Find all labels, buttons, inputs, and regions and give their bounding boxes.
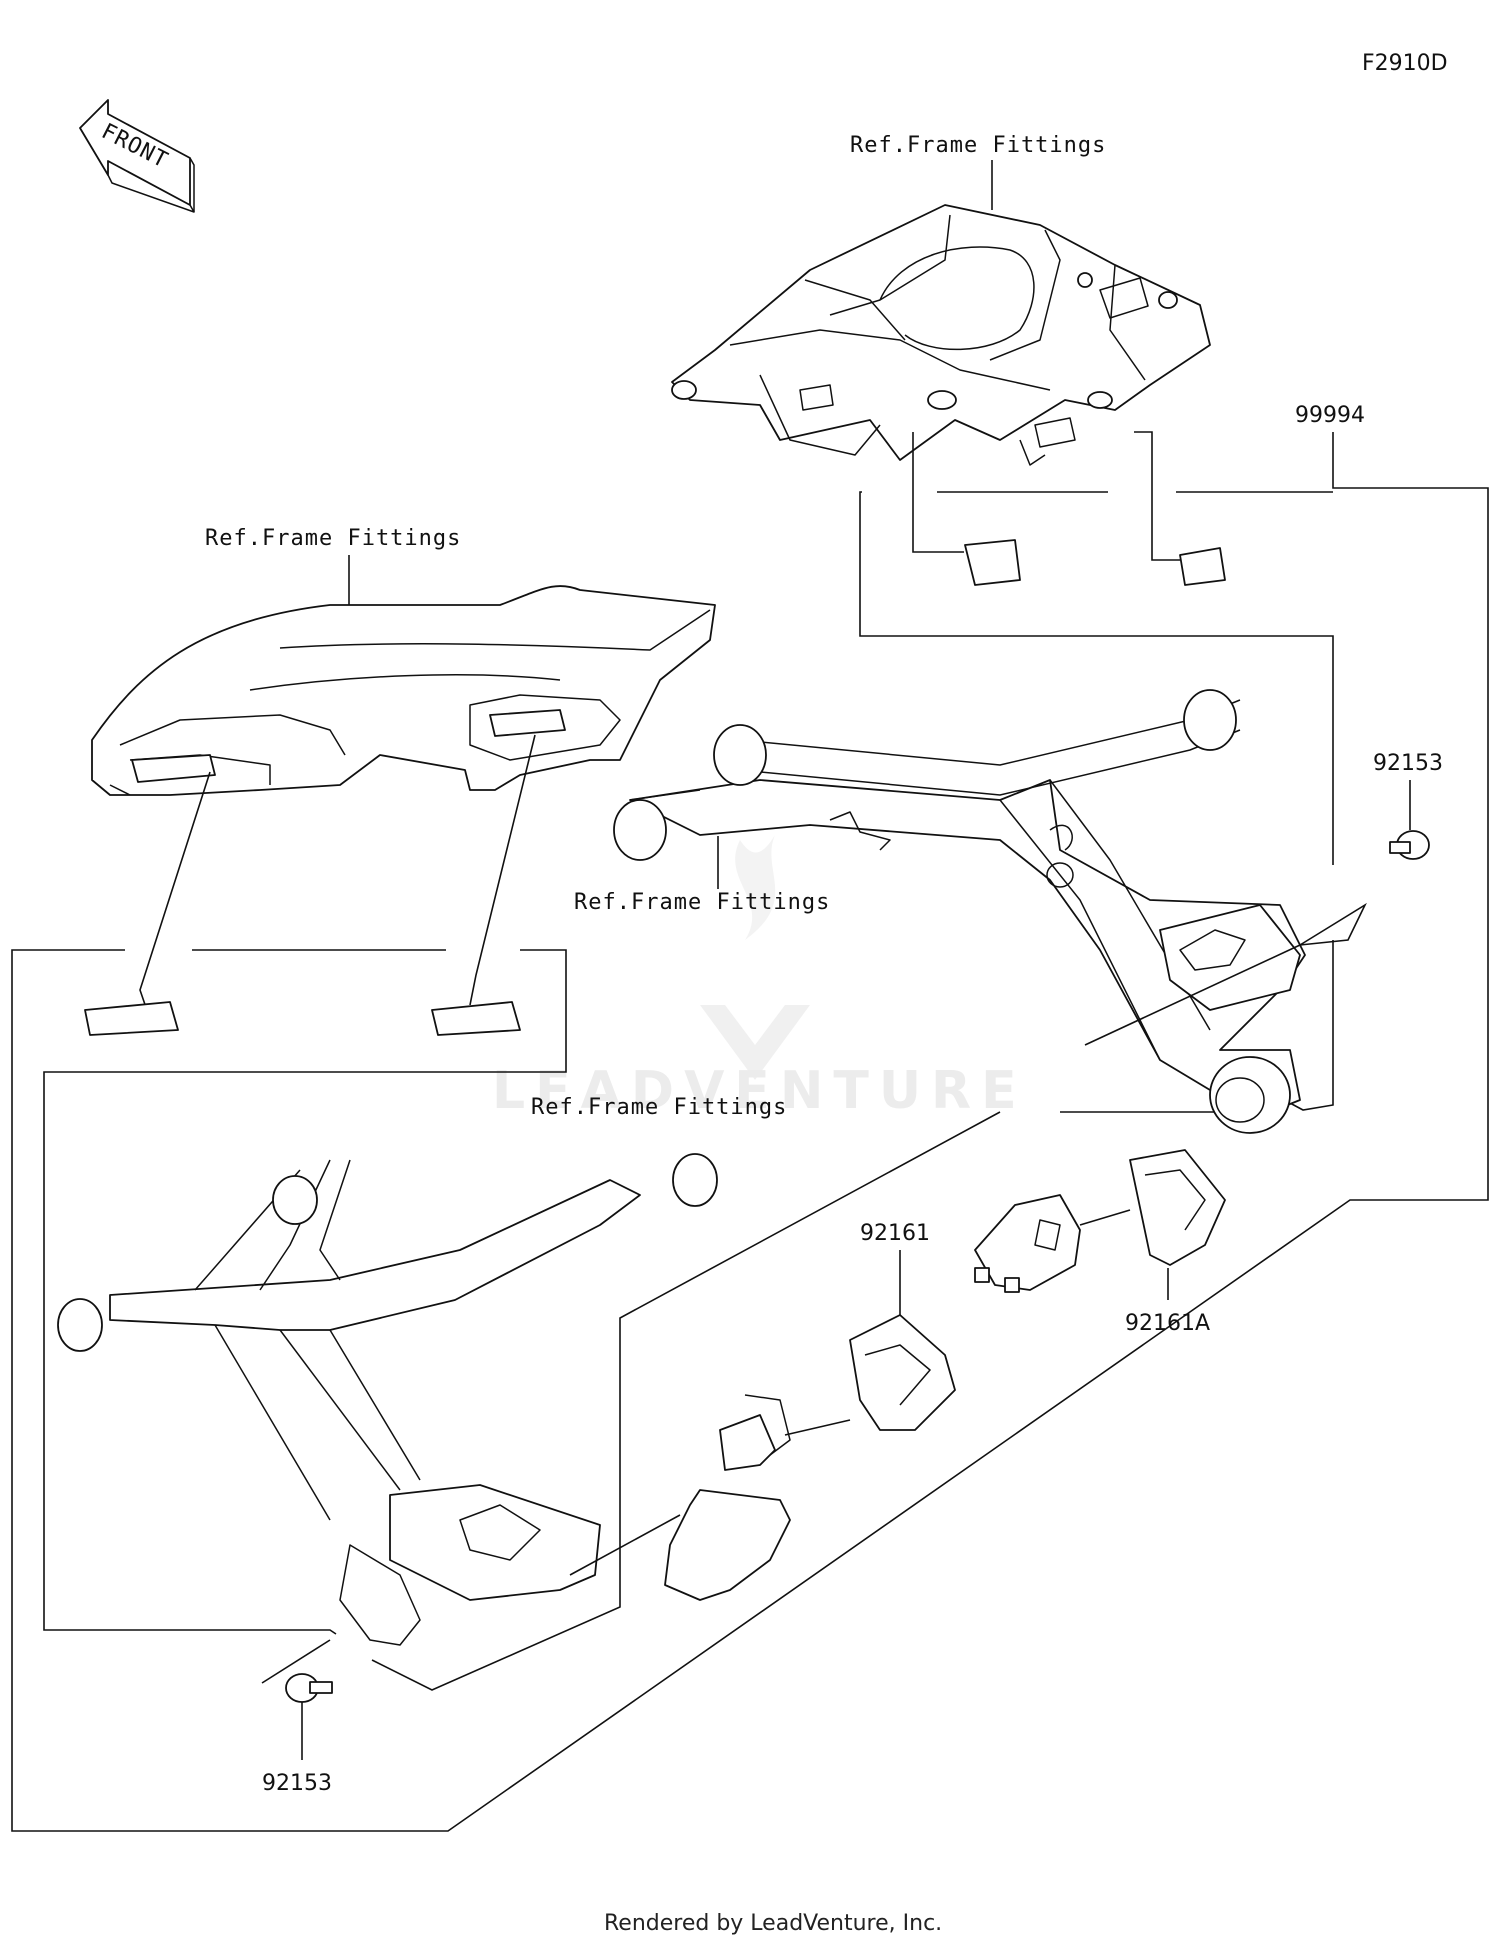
leadventure-logo-icon (700, 835, 810, 1080)
slider-cap-left (849, 1314, 956, 1431)
kit-boundary-line (11, 432, 1489, 1832)
part-number-92153-left: 92153 (262, 1771, 332, 1796)
ref-frame-fittings-low: Ref.Frame Fittings (531, 1095, 787, 1120)
right-frame-tube (613, 689, 1306, 1134)
slider-plate-mid (719, 1414, 776, 1471)
footer-credit: Rendered by LeadVenture, Inc. (604, 1911, 942, 1936)
part-number-92161A: 92161A (1125, 1311, 1210, 1336)
ref-frame-fittings-top: Ref.Frame Fittings (850, 133, 1106, 158)
slider-plate-left (664, 1394, 791, 1601)
ref-frame-fittings-mid: Ref.Frame Fittings (574, 890, 830, 915)
bolt-left-icon (285, 1673, 333, 1703)
seat-frame-fitting (91, 585, 716, 796)
rear-frame-bracket (671, 204, 1211, 466)
frame-label-piece (84, 1001, 179, 1036)
front-arrow-icon: FRONT (79, 99, 195, 213)
part-number-99994: 99994 (1295, 403, 1365, 428)
bolt-right-icon (1389, 830, 1430, 860)
part-number-92153-right: 92153 (1373, 751, 1443, 776)
slider-cap-right (1129, 1149, 1226, 1266)
frame-label-piece (1179, 547, 1226, 586)
frame-label-piece (431, 1001, 521, 1036)
ref-frame-fittings-left: Ref.Frame Fittings (205, 526, 461, 551)
watermark-brand: LEADVENTURE (492, 1061, 1027, 1121)
slider-plate-right (974, 1194, 1081, 1293)
left-frame-tube (57, 1153, 718, 1646)
frame-label-piece (964, 539, 1021, 586)
figure-code: F2910D (1362, 51, 1448, 76)
part-number-92161: 92161 (860, 1221, 930, 1246)
